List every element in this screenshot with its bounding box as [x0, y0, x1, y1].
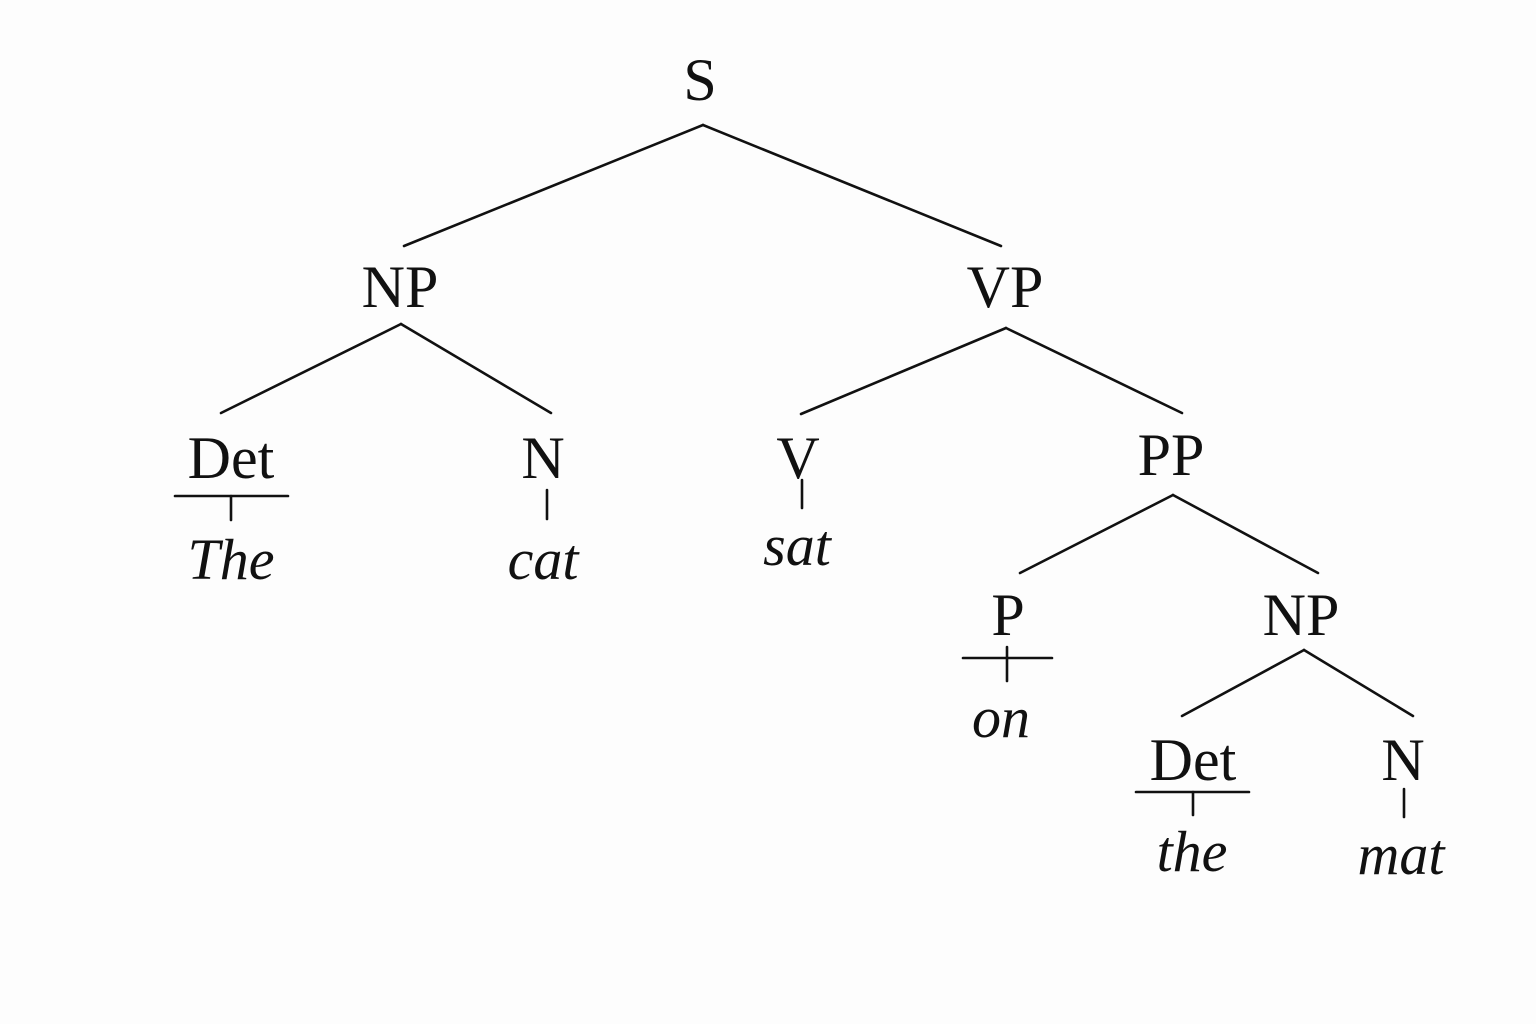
node-n-subject: N [521, 425, 565, 491]
node-np-object: NP [1262, 582, 1340, 648]
word-sat: sat [763, 513, 831, 578]
word-on: on [972, 685, 1030, 750]
node-p: P [991, 582, 1025, 648]
word-mat: mat [1357, 822, 1445, 887]
node-s: S [683, 47, 717, 113]
branch-np-det [219, 322, 403, 415]
word-the-2: the [1156, 819, 1228, 884]
branch-s-vp [701, 123, 1003, 248]
word-the-1: The [187, 527, 275, 592]
node-det-subject: Det [187, 425, 275, 491]
node-v: V [776, 425, 820, 491]
node-vp: VP [966, 254, 1044, 320]
branch-np2-det [1180, 648, 1306, 718]
branch-s-np [402, 123, 705, 248]
node-pp: PP [1137, 422, 1205, 488]
word-cat: cat [507, 527, 579, 592]
node-det-object: Det [1149, 727, 1237, 793]
branch-vp-pp [1004, 326, 1184, 415]
branch-vp-v [799, 326, 1008, 416]
branch-pp-p [1018, 493, 1175, 575]
branch-np2-n [1302, 648, 1415, 718]
branch-np-n [399, 322, 553, 415]
node-n-object: N [1381, 727, 1425, 793]
branch-pp-np [1171, 493, 1320, 575]
node-np-subject: NP [361, 254, 439, 320]
